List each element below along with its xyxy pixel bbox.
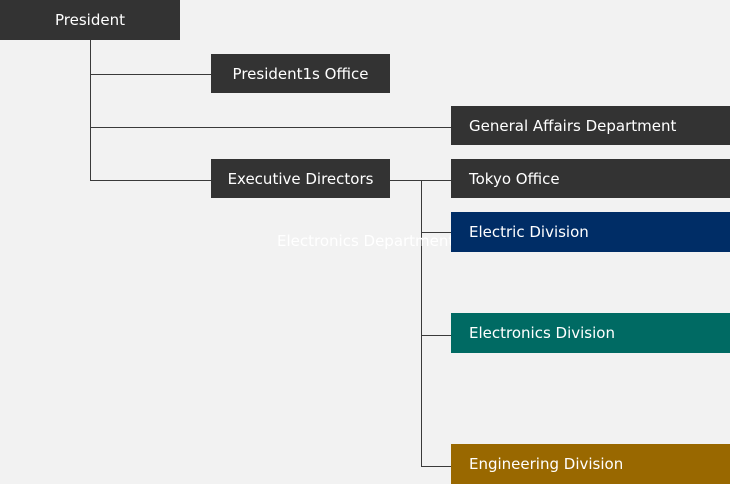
node-engineering-division: Engineering Division: [451, 444, 730, 484]
connector-general-affairs: [90, 127, 451, 128]
node-electric-division-label: Electric Division: [469, 223, 589, 241]
node-presidents-office: President1s Office: [211, 54, 390, 93]
connector-presidents-office: [90, 74, 211, 75]
node-general-affairs-label: General Affairs Department: [469, 116, 677, 135]
connector-electric-division: [421, 232, 451, 233]
connector-president-trunk: [90, 40, 91, 181]
connector-engineering-division: [421, 466, 451, 467]
node-tokyo-office: Tokyo Office: [451, 159, 730, 198]
connector-directors-out: [390, 180, 451, 181]
node-electronics-division: Electronics Division: [451, 313, 730, 353]
node-tokyo-office-label: Tokyo Office: [469, 169, 560, 188]
node-executive-directors-label: Executive Directors: [227, 169, 374, 188]
node-president: President: [0, 0, 180, 40]
connector-divisions-trunk: [421, 180, 422, 467]
node-executive-directors: Executive Directors: [211, 159, 390, 198]
node-engineering-division-label: Engineering Division: [469, 455, 624, 473]
connector-executive-directors: [90, 180, 211, 181]
connector-electronics-division: [421, 335, 451, 336]
ghost-label: Electronics Department: [277, 232, 451, 250]
node-presidents-office-label: President1s Office: [232, 64, 369, 83]
node-president-label: President: [55, 11, 125, 29]
node-general-affairs: General Affairs Department: [451, 106, 730, 145]
node-electric-division: Electric Division: [451, 212, 730, 252]
node-electronics-division-label: Electronics Division: [469, 324, 615, 342]
